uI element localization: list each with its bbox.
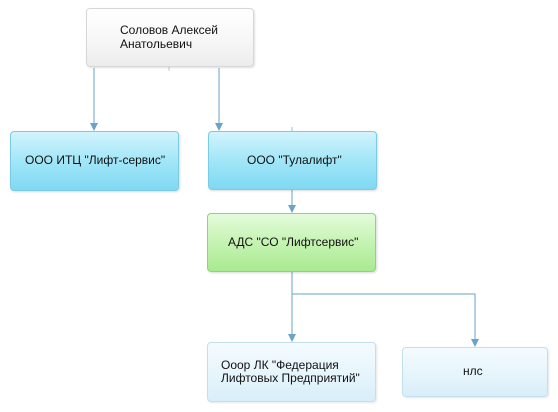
connector-ads-to-nls xyxy=(292,293,479,347)
node-nls[interactable]: нлс xyxy=(402,347,548,397)
node-ads-label: АДС "СО "Лифтсервис" xyxy=(228,234,359,249)
node-itc[interactable]: ООО ИТЦ "Лифт-сервис" xyxy=(10,131,179,191)
node-tulalift[interactable]: ООО "Тулалифт" xyxy=(208,131,377,190)
node-federation[interactable]: Ооор ЛК "Федерация Лифтовых Предприятий" xyxy=(207,342,376,402)
node-root[interactable]: Соловов Алексей Анатольевич xyxy=(86,8,254,67)
node-ads[interactable]: АДС "СО "Лифтсервис" xyxy=(207,213,376,272)
node-itc-label: ООО ИТЦ "Лифт-сервис" xyxy=(25,153,166,168)
node-tulalift-label: ООО "Тулалифт" xyxy=(247,152,342,167)
node-root-label: Соловов Алексей Анатольевич xyxy=(120,23,218,51)
node-federation-label: Ооор ЛК "Федерация Лифтовых Предприятий" xyxy=(221,357,360,385)
node-nls-label: нлс xyxy=(463,364,483,379)
